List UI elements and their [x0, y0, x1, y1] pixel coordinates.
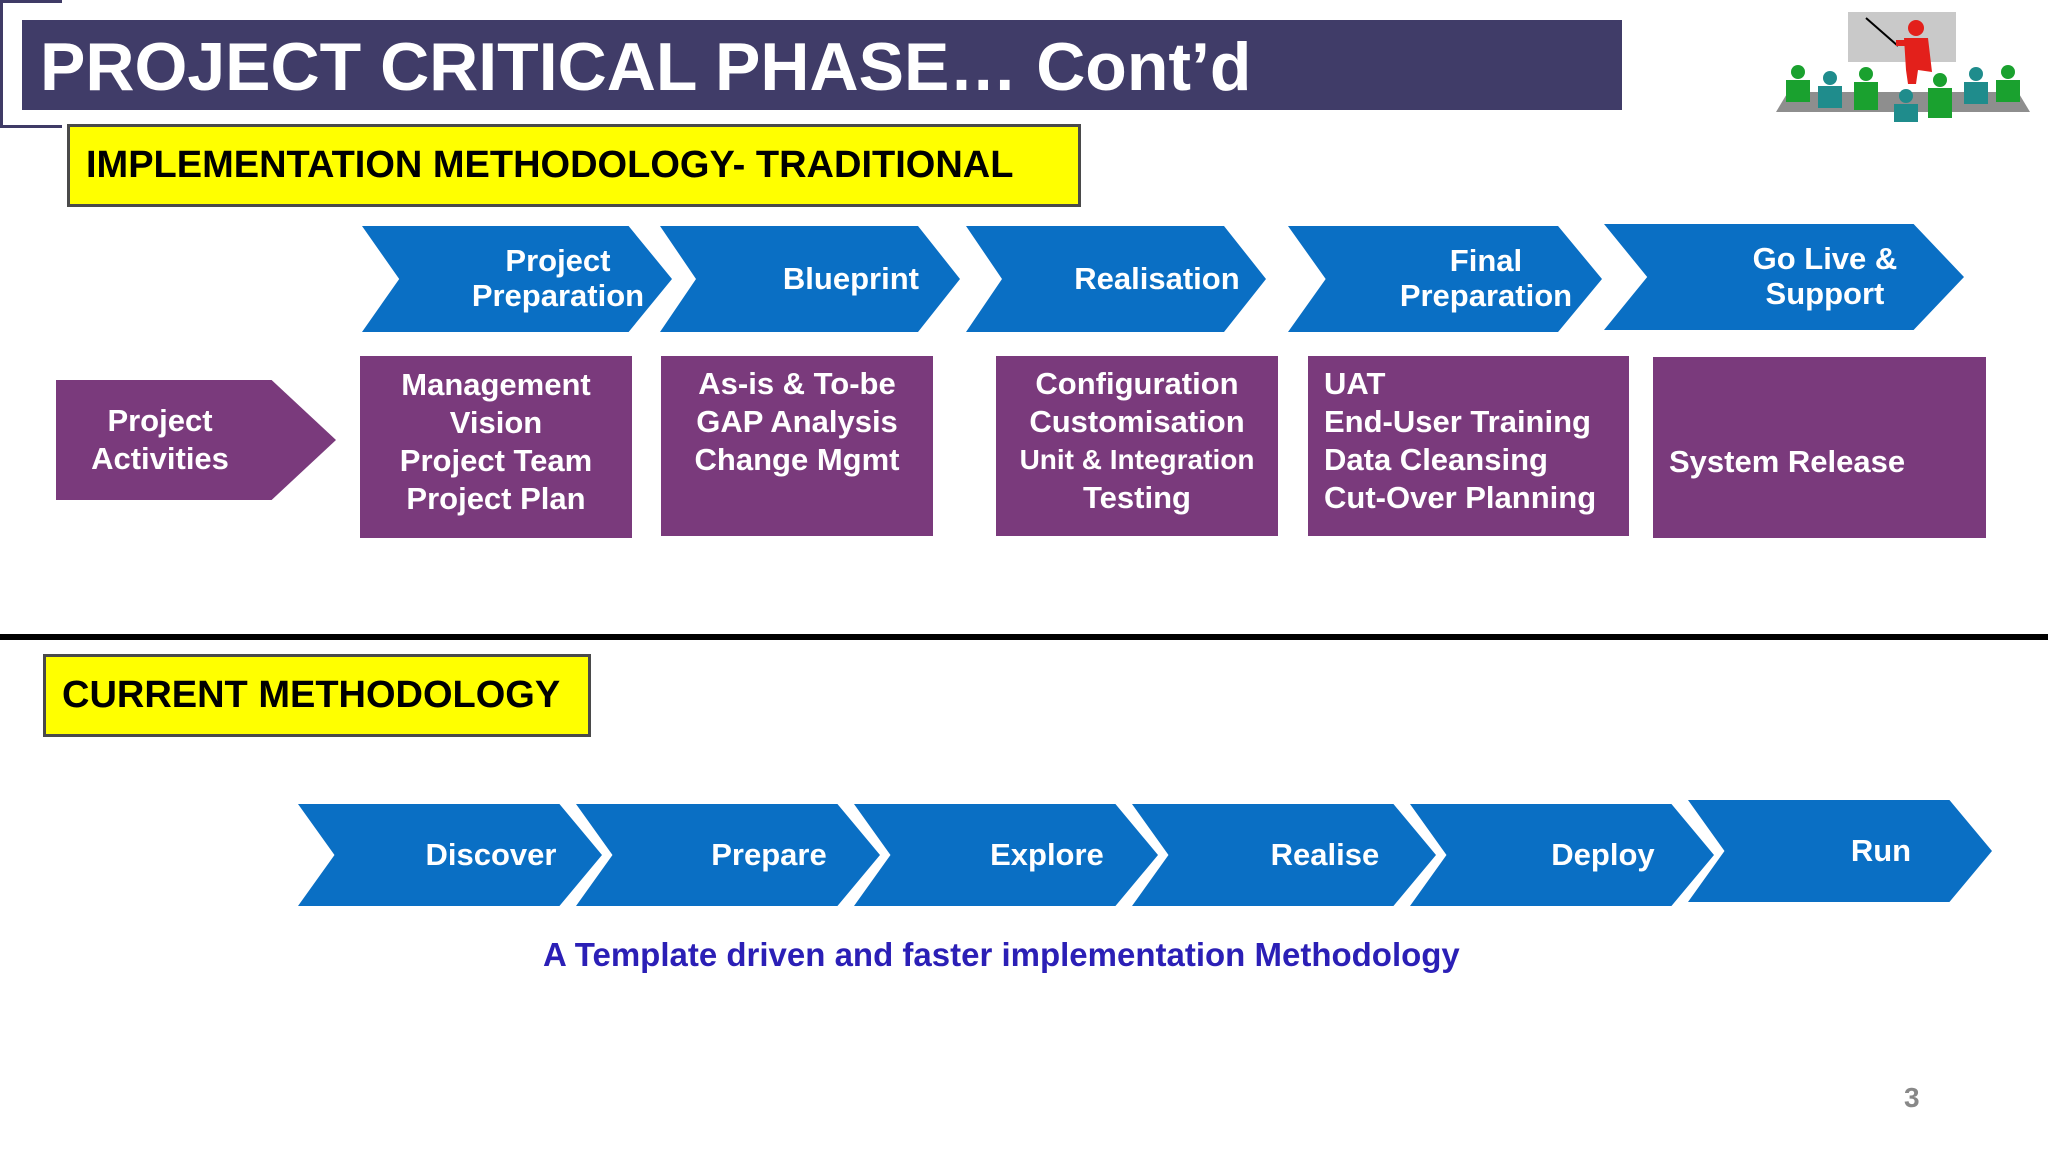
- phase-chevron-realise: Realise: [1132, 804, 1436, 906]
- activity-line: Project Team: [399, 443, 593, 478]
- phase-chevron-go-live-support: Go Live & Support: [1604, 224, 1964, 330]
- phase-label-line: Project: [505, 243, 611, 279]
- activity-line: As-is & To-be: [698, 366, 896, 401]
- activity-line: GAP Analysis: [696, 404, 898, 439]
- activity-box-final-preparation: UAT End-User Training Data Cleansing Cut…: [1308, 356, 1629, 536]
- phase-label: Discover: [425, 836, 557, 872]
- phase-label: Explore: [990, 836, 1104, 872]
- title-bracket: [0, 0, 62, 128]
- activity-box-blueprint: As-is & To-be GAP Analysis Change Mgmt: [661, 356, 933, 536]
- phase-label-line: Preparation: [1399, 278, 1573, 313]
- phase-label: Prepare: [711, 836, 827, 872]
- phase-chevron-discover: Discover: [298, 804, 602, 906]
- activities-label-line: Activities: [91, 441, 229, 476]
- activity-line: Data Cleansing: [1324, 442, 1548, 477]
- presentation-audience-icon: [1768, 10, 2038, 122]
- activity-box-project-preparation: Management Vision Project Team Project P…: [360, 356, 632, 538]
- phase-chevron-run: Run: [1688, 800, 1992, 902]
- phase-label: Blueprint: [782, 260, 919, 296]
- phase-chevron-final-preparation: Final Preparation: [1288, 226, 1602, 332]
- activity-line: System Release: [1669, 444, 1906, 479]
- activity-line: Center of: [1669, 672, 1806, 707]
- activity-line: Management: [401, 367, 591, 402]
- page-number: 3: [1904, 1082, 1920, 1113]
- phase-label: Run: [1850, 832, 1912, 868]
- activity-line: Change Mgmt: [694, 442, 900, 477]
- title-bar: [22, 20, 1622, 110]
- activities-label-line: Project: [107, 403, 213, 438]
- section-divider: [0, 634, 2048, 640]
- activity-line: Vision: [449, 405, 543, 440]
- phase-label: Realisation: [1074, 260, 1240, 296]
- activity-line: Cut-Over Planning: [1324, 480, 1597, 515]
- phase-chevron-project-preparation: Project Preparation: [362, 226, 672, 332]
- activity-line: Hyper care: [1669, 558, 1838, 593]
- phase-label-line: Final: [1449, 243, 1523, 279]
- methodology-tagline: A Template driven and faster implementat…: [543, 936, 1460, 973]
- phase-label-line: Go Live &: [1752, 241, 1898, 277]
- project-activities-arrow: Project Activities: [56, 380, 336, 500]
- phase-label: Realise: [1270, 836, 1380, 872]
- current-methodology-label: CURRENT METHODOLOGY: [43, 654, 591, 737]
- activity-box-go-live-support: System Release Hyper care Center of Exce…: [1653, 357, 1986, 821]
- phase-chevron-explore: Explore: [854, 804, 1158, 906]
- activity-line: Testing: [1083, 480, 1191, 515]
- phase-chevron-deploy: Deploy: [1410, 804, 1714, 906]
- activity-line: Customisation: [1029, 404, 1245, 439]
- activity-line: Unit & Integration: [1019, 444, 1255, 475]
- phase-chevron-blueprint: Blueprint: [660, 226, 960, 332]
- phase-chevron-prepare: Prepare: [576, 804, 880, 906]
- traditional-methodology-label: IMPLEMENTATION METHODOLOGY- TRADITIONAL: [67, 124, 1081, 207]
- phase-label: Deploy: [1551, 836, 1655, 872]
- activity-line: UAT: [1324, 366, 1386, 401]
- activity-line: Project Plan: [406, 481, 586, 516]
- phase-label-line: Support: [1765, 276, 1885, 311]
- activity-box-realisation: Configuration Customisation Unit & Integ…: [996, 356, 1278, 536]
- phase-chevron-realisation: Realisation: [966, 226, 1266, 332]
- phase-label-line: Preparation: [471, 278, 645, 313]
- activity-line: Configuration: [1035, 366, 1239, 401]
- slide-title: PROJECT CRITICAL PHASE… Cont’d: [40, 29, 1252, 105]
- activity-line: End-User Training: [1324, 404, 1591, 439]
